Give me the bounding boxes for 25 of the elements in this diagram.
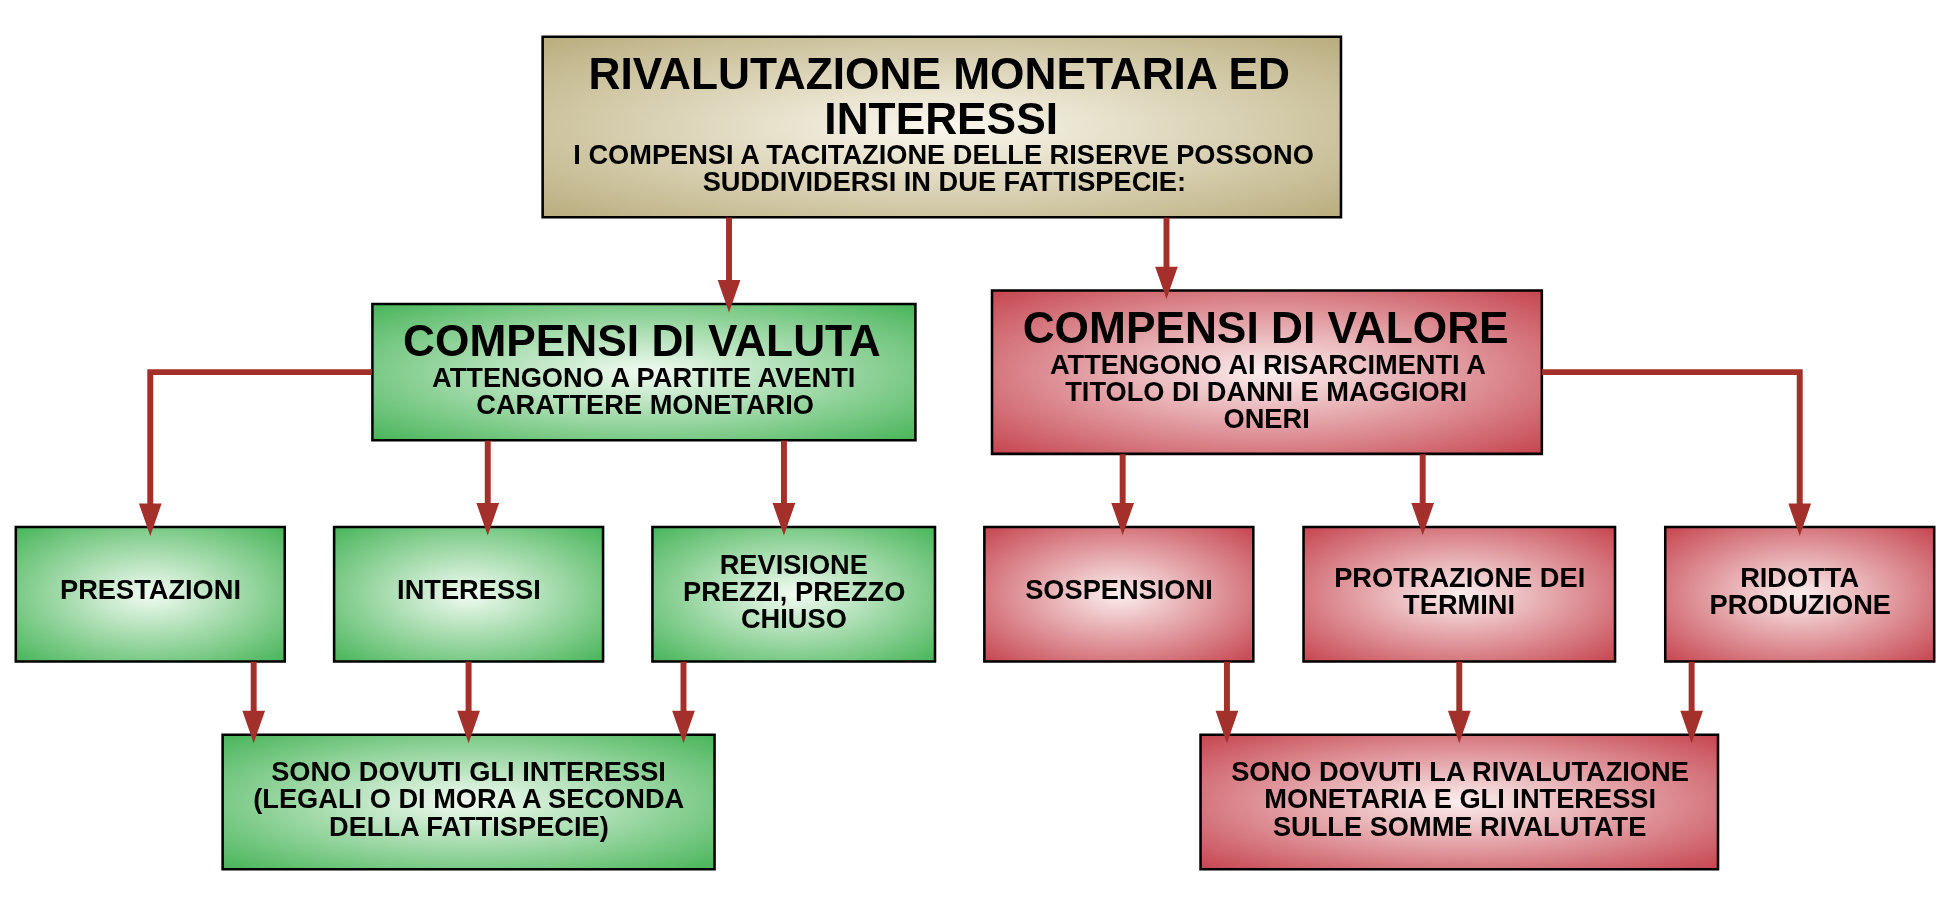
arrow bbox=[1541, 369, 1812, 537]
node-box: SONO DOVUTI LA RIVALUTAZIONE MONETARIA E GLI INTERESSI SULLE SOMME RIVALUTATE bbox=[1199, 733, 1720, 871]
node-box: COMPENSI DI VALORE ATTENGONO AI RISARCIMENTI A TITOLO DI DANNI E MAGGIORI ONERI bbox=[990, 289, 1544, 456]
arrow bbox=[1447, 661, 1471, 744]
arrow bbox=[1215, 661, 1239, 744]
arrow bbox=[772, 440, 796, 536]
arrow bbox=[1111, 454, 1135, 536]
arrow bbox=[717, 217, 741, 313]
node-box: REVISIONE PREZZI, PREZZO CHIUSO bbox=[651, 525, 937, 663]
arrow bbox=[138, 369, 372, 537]
node-box: COMPENSI DI VALUTA ATTENGONO A PARTITE AVENTI CARATTERE MONETARIO bbox=[371, 302, 917, 442]
arrow bbox=[1680, 661, 1703, 744]
node-box: RIVALUTAZIONE MONETARIA ED INTERESSI I COMPENSI A TACITAZIONE DELLE RISERVE POSSONO SUDDIVIDERSI IN DUE FATTISPECIE: bbox=[541, 35, 1343, 219]
arrow bbox=[1411, 454, 1435, 536]
node-box: RIDOTTA PRODUZIONE bbox=[1663, 525, 1936, 663]
node-box: SONO DOVUTI GLI INTERESSI (LEGALI O DI MORA A SECONDA DELLA FATTISPECIE) bbox=[221, 733, 716, 871]
arrow bbox=[1155, 217, 1178, 300]
arrow bbox=[672, 661, 695, 744]
arrow bbox=[476, 440, 500, 536]
arrow bbox=[457, 661, 480, 744]
node-box: PRESTAZIONI bbox=[14, 525, 287, 663]
node-box: PROTRAZIONE DEI TERMINI bbox=[1302, 525, 1617, 663]
node-box: INTERESSI bbox=[332, 525, 605, 663]
node-box: SOSPENSIONI bbox=[983, 525, 1255, 663]
arrow bbox=[242, 661, 266, 744]
